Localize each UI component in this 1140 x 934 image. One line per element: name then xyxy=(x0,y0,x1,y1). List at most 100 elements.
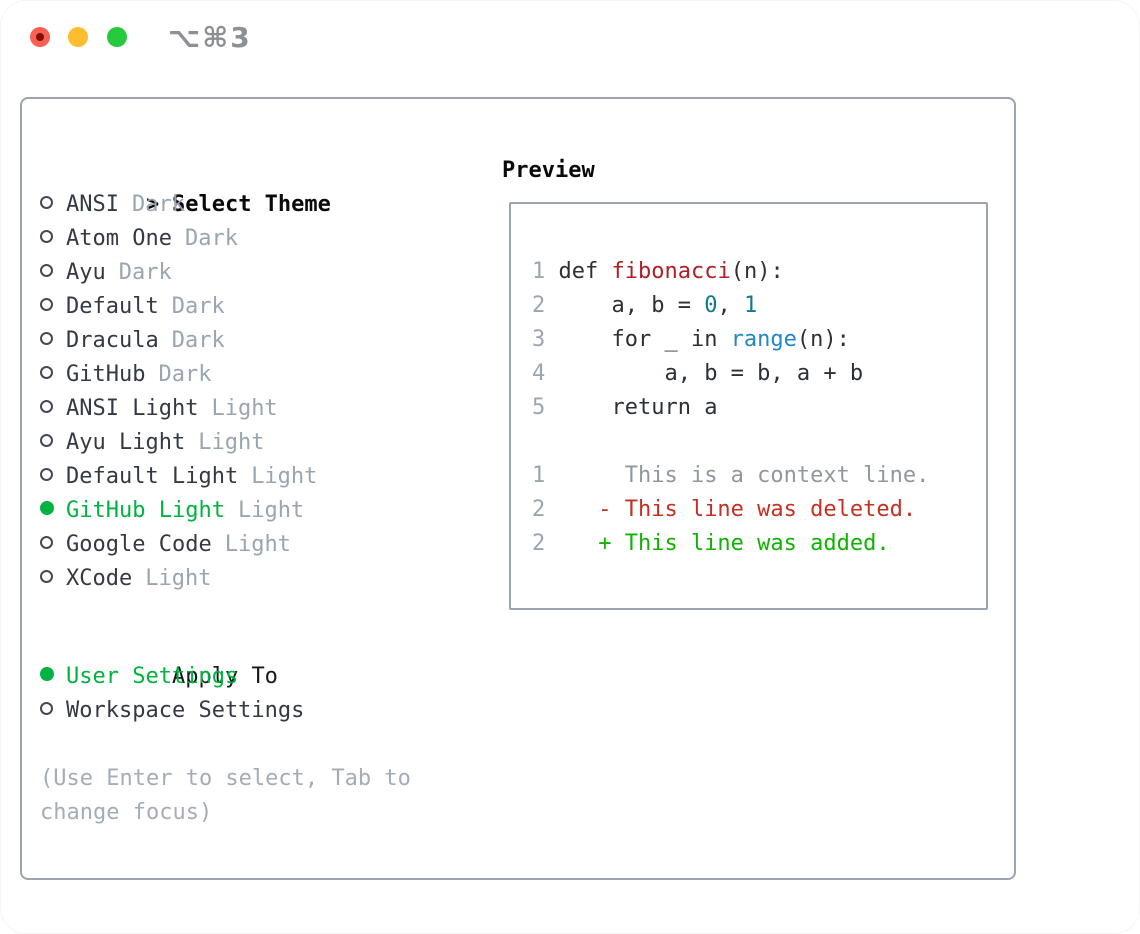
code-token-deleted_red: - This line was deleted. xyxy=(545,497,917,522)
line-number: 2 xyxy=(532,497,546,522)
radio-unselected-icon xyxy=(40,702,53,715)
radio-column xyxy=(40,222,66,256)
theme-name: XCode xyxy=(66,566,133,591)
radio-selected-icon xyxy=(40,667,54,681)
radio-selected-icon xyxy=(40,501,54,515)
theme-item-github-light[interactable]: GitHub Light Light xyxy=(40,494,331,528)
radio-unselected-icon xyxy=(40,400,53,413)
preview-line: 2 a, b = 0, 1 xyxy=(532,289,986,323)
line-number: 4 xyxy=(532,361,546,386)
code-token-context_gray: This is a context line. xyxy=(545,463,930,488)
theme-list-header-row: > Select Theme xyxy=(40,154,331,217)
theme-item-default[interactable]: Default Dark xyxy=(40,290,331,324)
radio-column xyxy=(40,324,66,358)
theme-item-xcode[interactable]: XCode Light xyxy=(40,562,331,596)
radio-unselected-icon xyxy=(40,434,53,447)
theme-variant-tag: Dark xyxy=(158,362,212,387)
radio-column xyxy=(40,494,66,528)
theme-name: Atom One xyxy=(66,226,172,251)
theme-variant-tag: Light xyxy=(145,566,212,591)
theme-name: Default xyxy=(66,294,159,319)
theme-name: Ayu Light xyxy=(66,430,186,455)
code-token-added_green: + This line was added. xyxy=(545,531,890,556)
radio-unselected-icon xyxy=(40,230,53,243)
theme-variant-tag: Dark xyxy=(184,226,238,251)
hint-line-1: (Use Enter to select, Tab to xyxy=(40,766,411,791)
line-number: 2 xyxy=(532,293,546,318)
theme-name: GitHub Light xyxy=(66,498,225,523)
code-token-code_fg: , xyxy=(717,293,744,318)
apply-to-header: Apply To xyxy=(171,664,278,689)
radio-unselected-icon xyxy=(40,332,53,345)
code-token-code_fg: (n): xyxy=(796,327,850,352)
radio-column xyxy=(40,528,66,562)
apply-option-label: Workspace Settings xyxy=(66,698,305,723)
theme-name: ANSI Light xyxy=(66,396,199,421)
radio-unselected-icon xyxy=(40,570,53,583)
code-token-code_fg: a, b = b, a + b xyxy=(545,361,864,386)
code-token-function_red: fibonacci xyxy=(611,259,731,284)
zoom-button-icon[interactable] xyxy=(107,27,127,47)
theme-item-github[interactable]: GitHub Dark xyxy=(40,358,331,392)
theme-variant-tag: Light xyxy=(251,464,318,489)
theme-item-ayu-light[interactable]: Ayu Light Light xyxy=(40,426,331,460)
theme-item-dracula[interactable]: Dracula Dark xyxy=(40,324,331,358)
radio-unselected-icon xyxy=(40,264,53,277)
hint-line-2: change focus) xyxy=(40,800,213,825)
theme-variant-tag: Light xyxy=(211,396,278,421)
code-token-code_fg: return a xyxy=(545,395,718,420)
title-bar: ⌥⌘3 xyxy=(0,0,1140,75)
code-token-number_teal: 0 xyxy=(704,293,718,318)
code-token-code_fg: def xyxy=(545,259,612,284)
theme-name: GitHub xyxy=(66,362,146,387)
theme-item-atom-one[interactable]: Atom One Dark xyxy=(40,222,331,256)
radio-unselected-icon xyxy=(40,196,53,209)
radio-unselected-icon xyxy=(40,468,53,481)
apply-to-header-row: Apply To xyxy=(40,626,304,689)
theme-list-header: Select Theme xyxy=(171,192,331,217)
theme-variant-tag: Light xyxy=(198,430,265,455)
preview-line: 5 return a xyxy=(532,391,986,425)
preview-line: 1 This is a context line. xyxy=(532,459,986,493)
code-token-code_fg: a, b = xyxy=(545,293,705,318)
code-token-code_fg: (n): xyxy=(730,259,784,284)
radio-column xyxy=(40,562,66,596)
theme-name: Google Code xyxy=(66,532,212,557)
radio-unselected-icon xyxy=(40,366,53,379)
theme-variant-tag: Dark xyxy=(171,328,225,353)
keyboard-hint: (Use Enter to select, Tab to change focus… xyxy=(40,762,411,830)
selection-caret-icon: > xyxy=(145,192,160,217)
code-token-code_fg: for _ in xyxy=(545,327,731,352)
line-number: 2 xyxy=(532,531,546,556)
radio-column xyxy=(40,392,66,426)
minimize-button-icon[interactable] xyxy=(68,27,88,47)
line-number: 1 xyxy=(532,463,546,488)
theme-item-ansi-light[interactable]: ANSI Light Light xyxy=(40,392,331,426)
radio-unselected-icon xyxy=(40,298,53,311)
radio-column xyxy=(40,188,66,222)
radio-column xyxy=(40,426,66,460)
theme-variant-tag: Light xyxy=(224,532,291,557)
apply-option-workspace-settings[interactable]: Workspace Settings xyxy=(40,694,304,728)
line-number: 5 xyxy=(532,395,546,420)
apply-option-user-settings[interactable]: User Settings xyxy=(40,660,304,694)
radio-column xyxy=(40,694,66,728)
line-number: 3 xyxy=(532,327,546,352)
radio-column xyxy=(40,358,66,392)
theme-name: Dracula xyxy=(66,328,159,353)
preview-line: 4 a, b = b, a + b xyxy=(532,357,986,391)
theme-variant-tag: Dark xyxy=(171,294,225,319)
radio-unselected-icon xyxy=(40,536,53,549)
theme-variant-tag: Light xyxy=(237,498,305,523)
preview-line: 1 def fibonacci(n): xyxy=(532,255,986,289)
theme-item-google-code[interactable]: Google Code Light xyxy=(40,528,331,562)
preview-line: 3 for _ in range(n): xyxy=(532,323,986,357)
code-token-number_teal: 1 xyxy=(743,293,758,318)
close-button-icon[interactable] xyxy=(30,27,50,47)
